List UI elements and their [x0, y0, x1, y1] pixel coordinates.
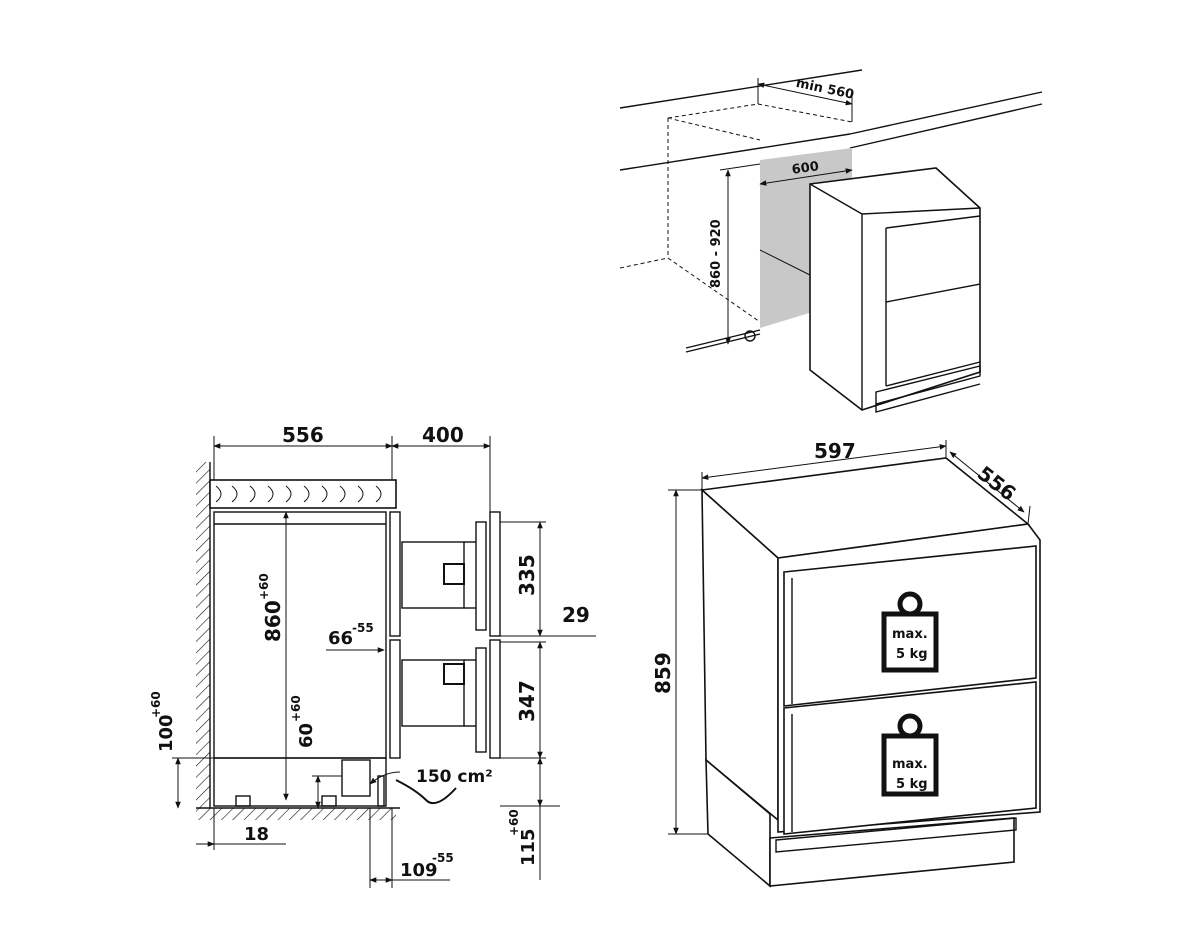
dim-height-859: 859 — [651, 652, 675, 694]
dim-height-range: 860 - 920 — [709, 219, 724, 288]
dim-depth-556: 556 — [282, 423, 324, 447]
dim-plinth-109-sup: -55 — [432, 851, 454, 865]
vent-area-label: 150 cm² — [416, 767, 493, 787]
weight-icon-upper: max. 5 kg — [881, 591, 939, 673]
dim-upper-335: 335 — [515, 554, 539, 596]
dim-height-860: 860 — [261, 600, 285, 642]
dim-vent-60-sup: +60 — [289, 695, 303, 722]
dim-vent-60: 60 — [296, 723, 317, 748]
upper-max-label: max. — [892, 627, 928, 642]
lower-weight-label: 5 kg — [896, 777, 928, 792]
dim-min-depth: min 560 — [795, 76, 856, 103]
dim-width-600: 600 — [791, 159, 820, 178]
dim-plinth-66: 66 — [328, 628, 353, 649]
dim-height-860-sup: +60 — [257, 573, 271, 600]
worktop — [209, 479, 397, 509]
weight-icon-lower: max. 5 kg — [881, 713, 939, 797]
upper-weight-label: 5 kg — [896, 647, 928, 662]
dim-base-115: 115 — [518, 828, 539, 866]
dim-lower-347: 347 — [515, 680, 539, 722]
dim-foot-100: 100 — [156, 714, 177, 752]
dim-gap-29: 29 — [562, 603, 590, 627]
dim-plinth-66-sup: -55 — [352, 621, 374, 635]
floor-hatch — [196, 808, 396, 820]
dim-plinth-109: 109 — [400, 860, 438, 881]
appliance-install — [809, 167, 981, 413]
lower-max-label: max. — [892, 757, 928, 772]
dim-foot-100-sup: +60 — [149, 691, 163, 718]
niche-install-view: min 560 600 860 - 920 — [619, 69, 1043, 413]
dim-width-597: 597 — [814, 439, 856, 463]
side-section-view: 556 400 860 +60 335 29 347 66 -55 100 +6… — [149, 423, 596, 888]
dim-base-115-sup: +60 — [507, 809, 521, 836]
dim-pull-400: 400 — [422, 423, 464, 447]
dim-wall-gap-18: 18 — [244, 824, 269, 845]
product-view: max. 5 kg max. 5 kg 597 556 859 — [651, 439, 1041, 888]
wall-hatch — [196, 462, 210, 808]
